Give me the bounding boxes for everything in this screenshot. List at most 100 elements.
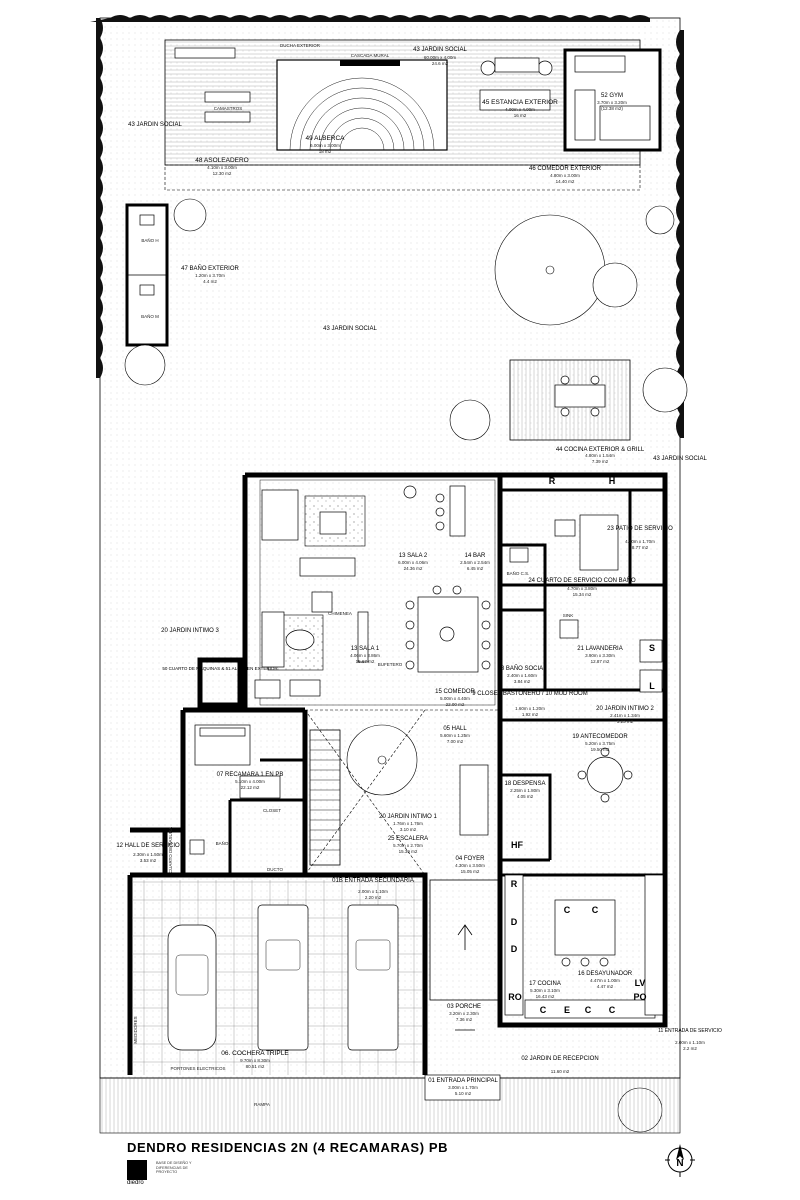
waterfall-wall [340,60,400,66]
svg-text:11.60 m2: 11.60 m2 [551,1069,570,1074]
svg-text:DUCHA EXTERIOR: DUCHA EXTERIOR [280,43,321,48]
svg-text:7.36 m2: 7.36 m2 [456,1017,473,1022]
svg-text:S: S [649,643,655,653]
svg-text:1.92 m2: 1.92 m2 [522,712,539,717]
svg-text:13 SALA 1: 13 SALA 1 [351,646,380,652]
svg-text:3.20m x 2.30m: 3.20m x 2.30m [449,1011,479,1016]
svg-text:5.70m x 2.70m: 5.70m x 2.70m [393,843,423,848]
svg-text:14.40 m2: 14.40 m2 [556,179,575,184]
svg-text:CASCADA MURAL: CASCADA MURAL [351,53,390,58]
svg-text:3.53 m2: 3.53 m2 [140,858,157,863]
svg-text:15.39 m2: 15.39 m2 [399,849,418,854]
room-label: 48 ASOLEADERO 4.10m x 3.00m 12.30 m2 [195,157,248,176]
svg-text:06. COCHERA TRIPLE: 06. COCHERA TRIPLE [221,1050,289,1057]
room-label: 01B ENTRADA SECUNDARIA 2.00m x 1.10m 2.2… [332,878,414,900]
svg-text:15 COMEDOR: 15 COMEDOR [435,689,475,695]
svg-text:04 FOYER: 04 FOYER [455,856,485,862]
svg-text:5.10 m2: 5.10 m2 [455,1091,472,1096]
svg-text:4.70m x 3.80m: 4.70m x 3.80m [567,586,597,591]
svg-text:43 JARDIN SOCIAL: 43 JARDIN SOCIAL [323,326,377,332]
svg-text:3.84 m2: 3.84 m2 [514,679,531,684]
room-label: 01 ENTRADA PRINCIPAL 3.00m x 1.70m 5.10 … [428,1078,498,1096]
svg-text:5.10m x 4.00m: 5.10m x 4.00m [235,779,265,784]
svg-text:1.76m x 1.76m: 1.76m x 1.76m [393,821,423,826]
room-label: 20 JARDIN INTIMO 3 [161,628,219,634]
svg-text:5.20m x 3.75m: 5.20m x 3.75m [585,741,615,746]
svg-text:16 m2: 16 m2 [514,113,527,118]
svg-text:07 RECAMARA 1 EN PB: 07 RECAMARA 1 EN PB [217,772,284,778]
svg-text:5.30m x 3.10m: 5.30m x 3.10m [530,988,560,993]
svg-text:7.39 m2: 7.39 m2 [592,459,609,464]
svg-text:49 ALBERCA: 49 ALBERCA [305,135,345,142]
stairs [309,729,341,866]
cars [167,904,399,1051]
svg-text:2.54m x 2.54m: 2.54m x 2.54m [460,560,490,565]
svg-text:14 BAR: 14 BAR [465,553,486,559]
svg-text:BAÑO H: BAÑO H [141,237,158,243]
svg-text:22.00 m2: 22.00 m2 [446,702,465,707]
svg-text:9 CLOSET BASTONERO / 10 MUD RO: 9 CLOSET BASTONERO / 10 MUD ROOM [472,691,587,697]
room-label: 43 JARDIN SOCIAL 60.00m x 4.00m 24.6 m2 [413,47,467,66]
svg-text:4.4 m2: 4.4 m2 [203,279,217,284]
minor-labels: DUCHA EXTERIOR CASCADA MURAL CAMASTROS B… [133,43,573,1107]
svg-text:E: E [564,1005,570,1015]
room-label: 18 DESPENSA 2.25m x 1.80m 4.05 m2 [504,781,545,799]
svg-text:4.06m x 3.86m: 4.06m x 3.86m [350,653,380,658]
svg-text:BAÑO: BAÑO [216,840,229,846]
room-label: 43 JARDIN SOCIAL [323,326,377,332]
room-label: 47 BAÑO EXTERIOR 1.20m x 3.70m 4.4 m2 [181,265,239,284]
svg-text:18 DESPENSA: 18 DESPENSA [504,781,545,787]
north-arrow-icon: N [665,1144,695,1177]
svg-text:2.30m x 1.50m: 2.30m x 1.50m [133,852,163,857]
room-label: 46 COMEDOR EXTERIOR 4.80m x 3.00m 14.40 … [529,166,602,184]
sala-1-furniture [254,591,369,699]
svg-text:13 SALA 2: 13 SALA 2 [399,553,428,559]
svg-text:BAÑO C.S.: BAÑO C.S. [507,570,530,576]
svg-text:RAMPA: RAMPA [254,1102,270,1107]
svg-text:46 COMEDOR EXTERIOR: 46 COMEDOR EXTERIOR [529,166,602,172]
svg-text:6.45 m2: 6.45 m2 [467,566,484,571]
room-label: 03 PORCHE 3.20m x 2.30m 7.36 m2 [447,1004,481,1022]
room-label: 25 ESCALERA 5.70m x 2.70m 15.39 m2 [388,836,428,854]
svg-text:CLOSET: CLOSET [263,808,281,813]
room-label: 07 RECAMARA 1 EN PB 5.10m x 4.00m 22.12 … [217,772,284,790]
laundry-fixtures [559,619,663,693]
room-label: 45 ESTANCIA EXTERIOR 4.00m x 4.00m 16 m2 [482,99,558,118]
room-label: 13 SALA 2 6.00m x 4.06m 24.36 m2 [398,553,428,571]
svg-text:4.47m x 1.00m: 4.47m x 1.00m [590,978,620,983]
room-label: 20 JARDIN INTIMO 1 1.76m x 1.76m 3.10 m2 [379,814,437,832]
room-label: 44 COCINA EXTERIOR & GRILL 4.80m x 1.54m… [556,447,645,464]
svg-text:C: C [592,905,599,915]
svg-text:4.30m x 3.50m: 4.30m x 3.50m [455,863,485,868]
room-label: 05 HALL 5.60m x 1.25m 7.00 m2 [440,726,470,744]
room-label: 06. COCHERA TRIPLE 9.70m x 8.30m 80.51 m… [221,1050,289,1069]
svg-text:22.12 m2: 22.12 m2 [241,785,260,790]
svg-text:24.36 m2: 24.36 m2 [404,566,423,571]
logo-mark [127,1160,147,1180]
svg-text:CAMASTROS: CAMASTROS [214,106,243,111]
svg-text:MEDIDORES: MEDIDORES [133,1016,138,1043]
room-label: 13 SALA 1 4.06m x 3.86m 15.67 m2 [350,646,380,664]
plan-title: DENDRO RESIDENCIAS 2N (4 RECAMARAS) PB [127,1140,449,1155]
svg-text:4.00m x 4.00m: 4.00m x 4.00m [505,107,535,112]
room-label: 17 COCINA 5.30m x 3.10m 16.43 m2 [529,981,561,999]
room-label: 23 PATIO DE SERVICIO 4.30m x 1.70m 8.77 … [607,526,673,550]
room-label: 9 CLOSET BASTONERO / 10 MUD ROOM 1.60m x… [472,691,587,717]
room-label: 16 DESAYUNADOR 4.47m x 1.00m 4.47 m2 [578,971,633,989]
svg-text:16 DESAYUNADOR: 16 DESAYUNADOR [578,971,633,977]
svg-text:03 PORCHE: 03 PORCHE [447,1004,481,1010]
svg-text:52 GYM: 52 GYM [601,93,623,99]
room-label: 08 BAÑO SOCIAL 2.40m x 1.60m 3.84 m2 [497,665,547,684]
svg-text:4.30m x 1.70m: 4.30m x 1.70m [625,539,655,544]
svg-text:1.60m x 1.20m: 1.60m x 1.20m [515,706,545,711]
svg-text:BAÑO M: BAÑO M [141,313,159,319]
room-label: 24 CUARTO DE SERVICIO CON BAÑO 4.70m x 3… [528,577,636,597]
room-label: 43 JARDIN SOCIAL [128,122,182,128]
north-letter: N [676,1158,683,1169]
svg-text:3.23 m2: 3.23 m2 [617,719,634,724]
svg-text:6.00m x 3.00m: 6.00m x 3.00m [310,143,340,148]
room-label: 14 BAR 2.54m x 2.54m 6.45 m2 [460,553,490,571]
diedro-logo: diedro [127,1160,151,1186]
svg-text:17 COCINA: 17 COCINA [529,981,561,987]
svg-text:2.20 m2: 2.20 m2 [365,895,382,900]
